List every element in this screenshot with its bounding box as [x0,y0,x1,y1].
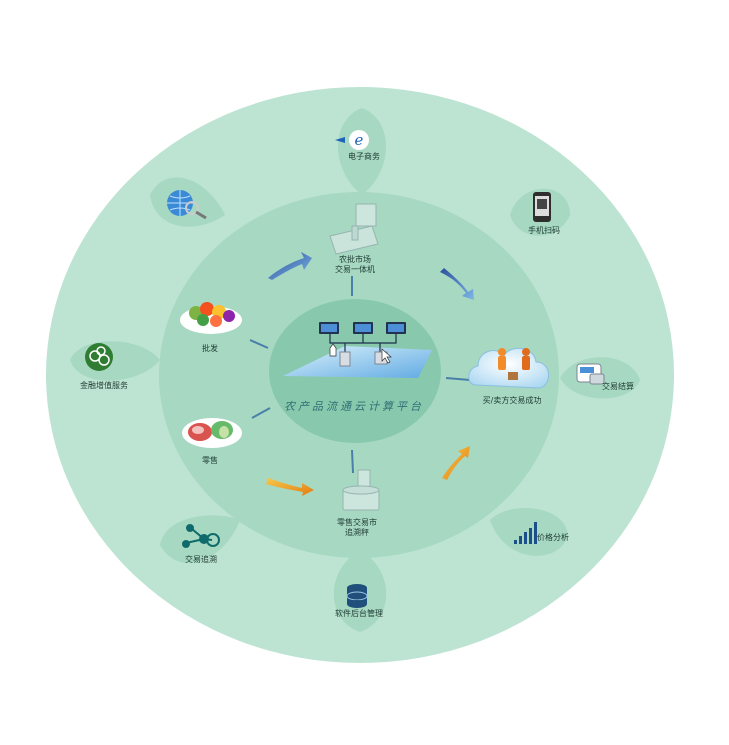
petal-ecommerce [338,108,386,195]
retail-label: 零售 [202,456,218,465]
arrow-blue-top-right [440,268,474,300]
retail-scale-label-line1: 零售交易市 [337,518,377,527]
wholesale-produce-icon [180,302,242,334]
ecommerce-icon: e [335,130,369,150]
retail-scale-label-line2: 追溯秤 [345,528,369,537]
arrow-orange-bottom-left [266,478,314,496]
market-scale-label: 农批市场 交易一体机 [335,255,375,275]
svg-text:e: e [355,131,364,149]
wholesale-label: 批发 [202,344,218,353]
ecommerce-label: 电子商务 [348,152,380,161]
database-icon [346,584,368,608]
hand-cursor-icon [329,343,337,357]
deal-label: 买/卖方交易成功 [482,396,542,405]
deal-cloud-icon [468,347,549,389]
retail-meat-icon [182,418,242,448]
mobile-payment-label: 手机扫码 [528,226,560,235]
pointer-cursor-icon [381,348,392,364]
connector-lines [249,276,471,474]
market-scale-label-line1: 农批市场 [339,255,371,264]
backend-management-label: 软件后台管理 [335,609,383,618]
retail-scale-icon [342,469,380,511]
arrow-blue-top-left [268,252,312,280]
card-terminal-icon [576,363,605,385]
bar-chart-icon [514,522,537,544]
market-scale-label-line2: 交易一体机 [335,265,375,274]
platform-graphic [283,322,432,378]
retail-scale-label: 零售交易市 追溯秤 [337,518,377,538]
network-icon [182,524,220,548]
traceability-label: 交易追溯 [185,555,217,564]
arrow-orange-bottom-right [442,446,470,480]
financial-services-label: 金融增值服务 [80,381,128,390]
market-scale-icon [329,203,379,255]
settlement-label: 交易结算 [602,382,634,391]
server-icon [339,351,351,367]
coins-icon [85,343,113,371]
smartphone-icon [533,192,551,222]
platform-title: 农产品流通云计算平台 [284,400,424,413]
price-analysis-label: 价格分析 [537,533,569,542]
globe-search-icon [167,190,207,220]
